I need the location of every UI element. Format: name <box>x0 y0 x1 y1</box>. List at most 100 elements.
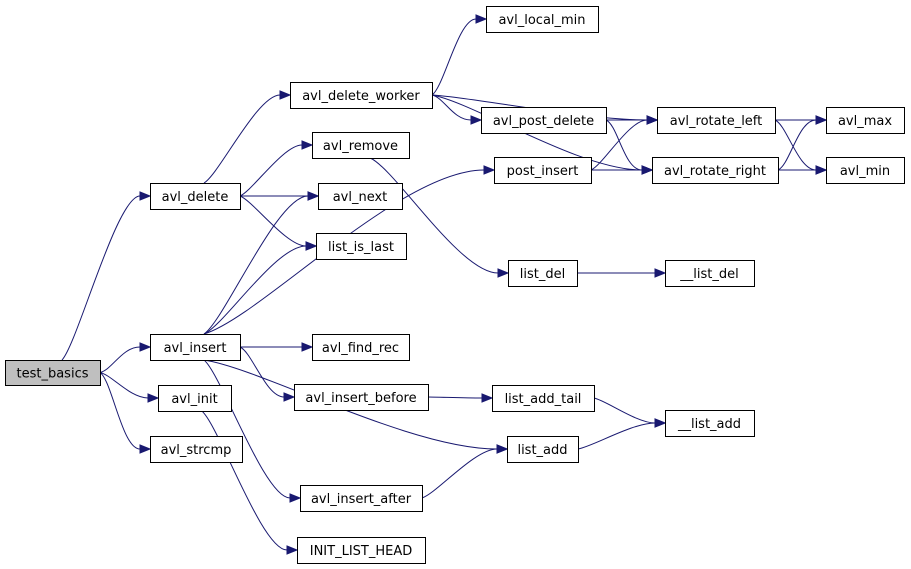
node-avl-find-rec[interactable]: avl_find_rec <box>312 334 410 361</box>
node-box <box>494 157 592 184</box>
edge-line <box>99 372 141 450</box>
node-list-add[interactable]: list_add <box>507 436 579 463</box>
node-avl-insert[interactable]: avl_insert <box>150 334 241 361</box>
edge-avl-init-to-INIT-LIST-HEAD <box>201 410 299 555</box>
node-avl-remove[interactable]: avl_remove <box>312 132 410 159</box>
node-avl-delete-worker[interactable]: avl_delete_worker <box>290 82 433 109</box>
node-box <box>150 436 243 463</box>
edge-avl-insert-before-to-list-add-tail <box>427 393 494 403</box>
node-box <box>481 107 607 134</box>
node-box <box>312 132 410 159</box>
node-label: avl_delete_worker <box>302 89 420 104</box>
edge-arrowhead <box>139 191 152 201</box>
edge-avl-delete-worker-to-avl-local-min <box>431 14 488 96</box>
node-label: avl_insert_before <box>305 391 416 406</box>
node-label: avl_local_min <box>498 13 585 28</box>
node-list-del[interactable]: list_del <box>508 260 578 287</box>
node-avl-rotate-right[interactable]: avl_rotate_right <box>652 157 779 184</box>
edge-test-basics-to-avl-delete <box>61 191 152 361</box>
edge-post-insert-to-avl-rotate-left <box>590 115 659 171</box>
node-box <box>507 436 579 463</box>
edge-arrowhead <box>815 165 828 175</box>
edge-line <box>61 195 141 361</box>
node-list-del[interactable]: __list_del <box>665 260 755 287</box>
node-label: avl_find_rec <box>322 341 399 356</box>
node-avl-min[interactable]: avl_min <box>826 157 905 184</box>
edge-line <box>431 94 643 171</box>
edge-line <box>421 448 498 499</box>
node-list-add[interactable]: __list_add <box>665 410 755 437</box>
node-post-insert[interactable]: post_insert <box>494 157 592 184</box>
edge-list-add-to-list-add <box>577 418 667 450</box>
node-avl-insert-before[interactable]: avl_insert_before <box>294 384 429 411</box>
edge-arrowhead <box>289 493 302 503</box>
edge-arrowhead <box>646 115 659 125</box>
edge-line <box>239 195 307 247</box>
node-box <box>508 260 578 287</box>
edge-arrowhead <box>481 393 494 403</box>
edge-line <box>239 144 303 197</box>
edge-arrowhead <box>654 418 667 428</box>
edge-line <box>203 245 307 335</box>
node-avl-delete[interactable]: avl_delete <box>150 183 241 210</box>
node-box <box>316 233 407 260</box>
edge-arrowhead <box>301 140 314 150</box>
edge-line <box>203 195 309 335</box>
node-box <box>5 360 101 386</box>
node-avl-strcmp[interactable]: avl_strcmp <box>150 436 243 463</box>
node-label: avl_max <box>838 114 892 129</box>
node-box <box>665 410 755 437</box>
edge-arrowhead <box>496 444 509 454</box>
edge-line <box>577 422 656 450</box>
edge-line <box>590 119 648 171</box>
edge-arrowhead <box>641 165 654 175</box>
edge-arrowhead <box>301 342 314 352</box>
node-label: __list_del <box>679 267 738 282</box>
node-list-add-tail[interactable]: list_add_tail <box>492 385 595 412</box>
node-label: avl_strcmp <box>161 443 232 458</box>
edge-avl-rotate-right-to-avl-max <box>777 115 828 171</box>
node-box <box>486 6 599 33</box>
edge-line <box>239 346 285 398</box>
node-box <box>294 384 429 411</box>
edge-line <box>777 119 817 171</box>
node-box <box>665 260 755 287</box>
edge-arrowhead <box>483 165 496 175</box>
edge-arrowhead <box>470 115 483 125</box>
edge-arrowhead <box>139 342 152 352</box>
edge-avl-delete-to-avl-remove <box>239 140 314 197</box>
node-label: avl_remove <box>323 139 398 154</box>
node-test-basics[interactable]: test_basics <box>5 360 101 386</box>
node-label: post_insert <box>507 164 579 179</box>
node-avl-insert-after[interactable]: avl_insert_after <box>300 485 423 512</box>
node-box <box>290 82 433 109</box>
edge-avl-rotate-right-to-avl-min <box>778 165 828 175</box>
node-box <box>492 385 595 412</box>
node-avl-max[interactable]: avl_max <box>826 107 905 134</box>
node-label: avl_insert <box>164 341 227 356</box>
edge-line <box>605 119 643 171</box>
node-box <box>826 157 905 184</box>
edge-arrowhead <box>279 90 292 100</box>
node-avl-local-min[interactable]: avl_local_min <box>486 6 599 33</box>
node-avl-init[interactable]: avl_init <box>158 385 232 412</box>
edge-arrowhead <box>307 191 320 201</box>
node-avl-rotate-left[interactable]: avl_rotate_left <box>657 107 776 134</box>
node-list-is-last[interactable]: list_is_last <box>316 233 407 260</box>
node-label: avl_insert_after <box>311 492 412 507</box>
node-label: avl_next <box>333 190 388 205</box>
edge-avl-delete-to-avl-delete-worker <box>203 90 292 184</box>
edge-line <box>431 94 472 121</box>
node-avl-post-delete[interactable]: avl_post_delete <box>481 107 607 134</box>
node-box <box>652 157 779 184</box>
edge-line <box>369 157 499 274</box>
node-INIT-LIST-HEAD[interactable]: INIT_LIST_HEAD <box>297 537 426 564</box>
edge-avl-insert-to-avl-insert-before <box>239 346 296 402</box>
edge-avl-insert-to-avl-insert-after <box>203 359 302 503</box>
node-label: INIT_LIST_HEAD <box>310 544 413 559</box>
node-label: list_del <box>520 267 565 282</box>
edge-post-insert-to-avl-rotate-right <box>591 165 654 175</box>
node-label: avl_rotate_right <box>664 164 766 179</box>
node-avl-next[interactable]: avl_next <box>318 183 403 210</box>
